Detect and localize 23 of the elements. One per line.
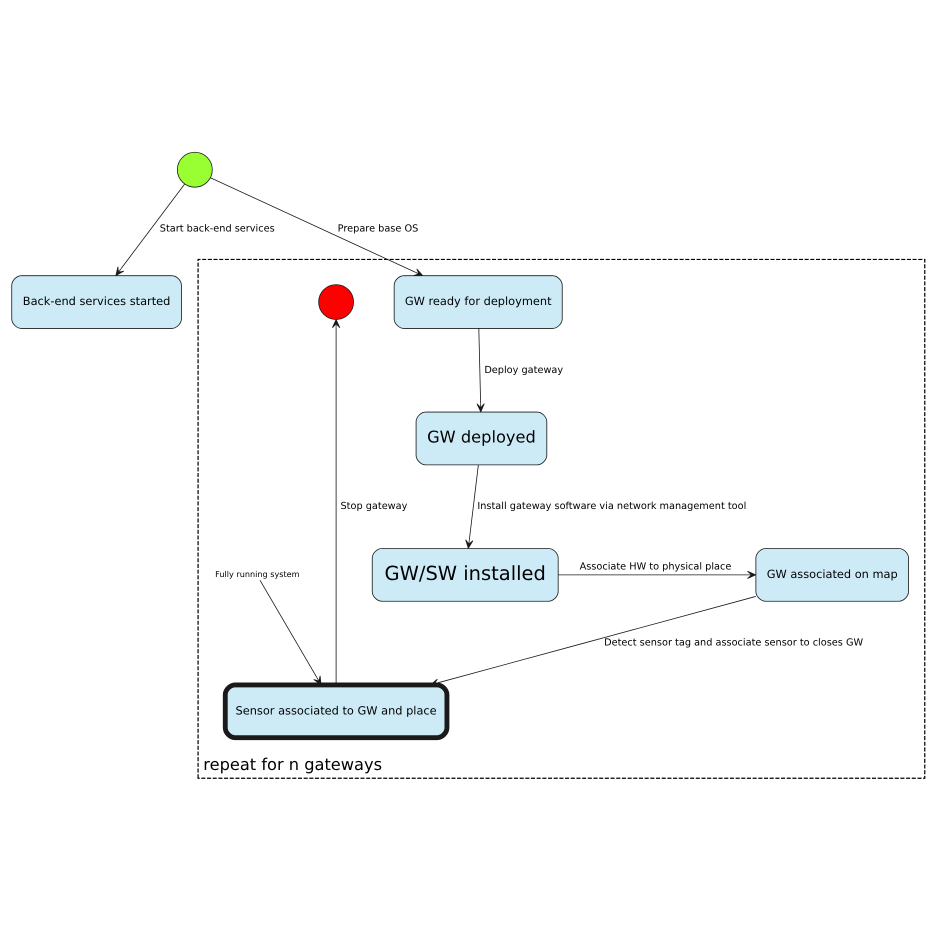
- arrow: [260, 579, 322, 685]
- node-circle: [318, 284, 354, 320]
- node-text: Fully running system: [215, 568, 300, 578]
- arrow: [465, 464, 479, 548]
- edge-label: Install gateway software via network management tool: [477, 500, 746, 512]
- node-box: GW associated on map: [755, 548, 909, 602]
- edge-label: Deploy gateway: [484, 364, 564, 376]
- node-circle: [176, 151, 213, 188]
- edge-label: Prepare base OS: [338, 222, 418, 234]
- arrow: [116, 183, 186, 276]
- arrow: [332, 318, 340, 685]
- arrow: [210, 176, 424, 276]
- arrow: [476, 328, 485, 412]
- node-box: Sensor associated to GW and place: [222, 682, 450, 740]
- edge-label: Start back-end services: [160, 222, 275, 234]
- edge-label: Stop gateway: [340, 500, 408, 512]
- node-box: Back-end services started: [11, 274, 182, 328]
- node-box: GW ready for deployment: [394, 274, 563, 328]
- edge-label: Associate HW to physical place: [580, 561, 732, 572]
- node-box: GW deployed: [416, 411, 548, 465]
- node-box: GW/SW installed: [372, 548, 559, 602]
- edge-label: Detect sensor tag and associate sensor to closes GW: [604, 637, 864, 648]
- arrow: [558, 570, 756, 578]
